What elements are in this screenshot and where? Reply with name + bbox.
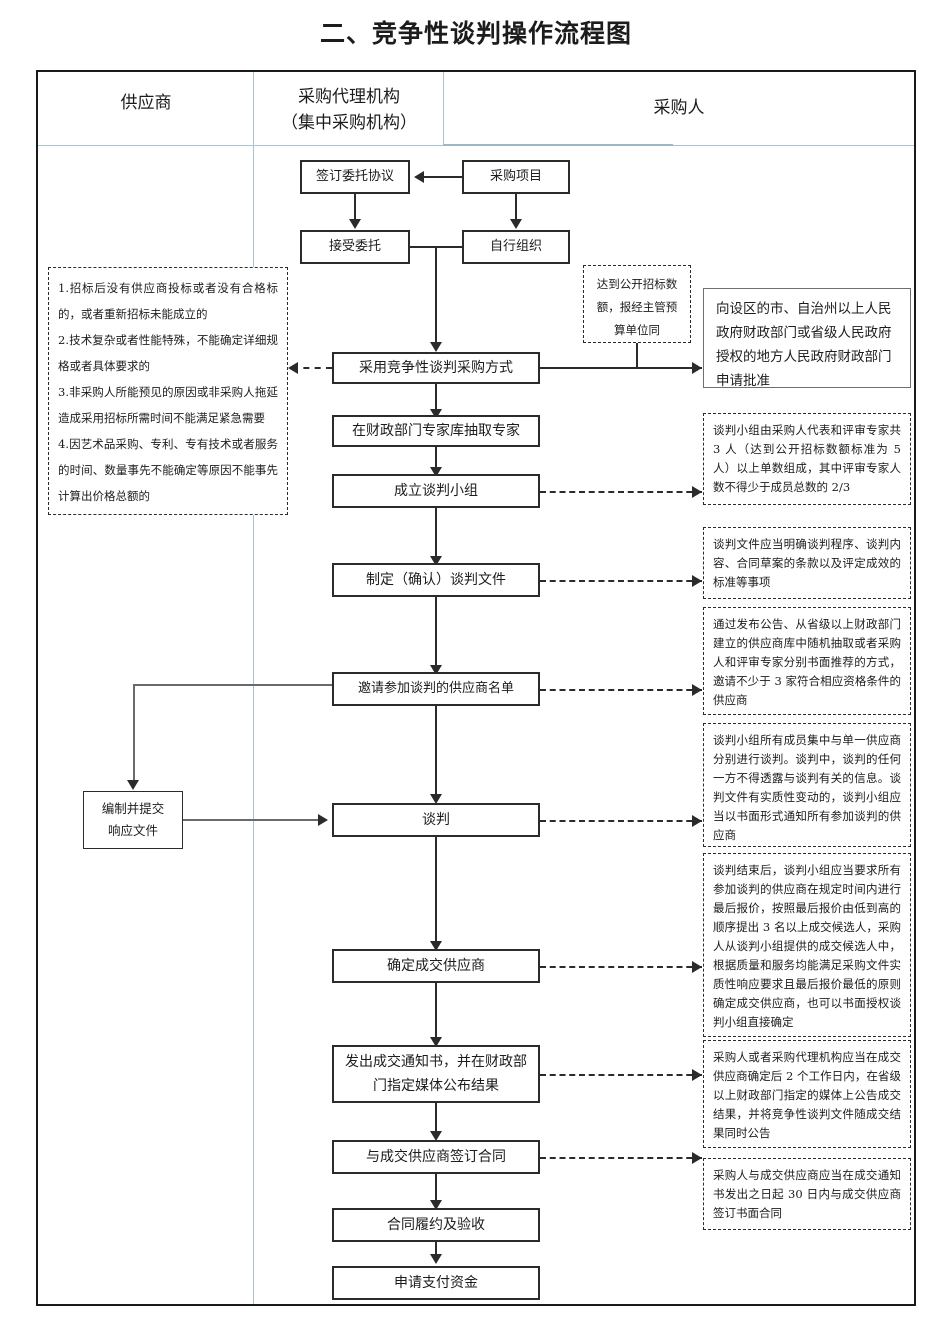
connector-response-to-negotiate: [183, 819, 320, 821]
column-header-supplier: 供应商: [120, 93, 172, 113]
arrowhead-adopt-to-approval: [692, 362, 702, 374]
arrowhead-docs-to-invite: [430, 665, 442, 675]
arrowhead-experts-to-team: [430, 467, 442, 477]
column-header-agency-line2: （集中采购机构）: [281, 113, 417, 133]
connector-docs-to-invite: [435, 597, 437, 667]
connector-perform-to-payment: [435, 1242, 437, 1258]
note-approval-application: 向设区的市、自治州以上人民政府财政部门或省级人民政府授权的地方人民政府财政部门申…: [703, 288, 911, 389]
arrowhead-perform-to-payment: [430, 1254, 442, 1264]
node-draw-experts[interactable]: 在财政部门专家库抽取专家: [332, 415, 540, 447]
arrowhead-negotiate-to-determine: [430, 941, 442, 951]
node-adopt-negotiation-method[interactable]: 采用竞争性谈判采购方式: [332, 352, 540, 384]
connector-team-to-docs: [435, 508, 437, 558]
connector-project-to-self: [515, 194, 517, 220]
arrowhead-invite-to-negotiate: [430, 794, 442, 804]
arrowhead-docs-to-note: [692, 575, 702, 587]
note-doc-content: 谈判文件应当明确谈判程序、谈判内容、合同草案的条款以及评定成效的标准等事项: [703, 527, 911, 599]
node-form-negotiation-team[interactable]: 成立谈判小组: [332, 474, 540, 508]
connector-docs-to-note: [540, 580, 702, 582]
connector-determine-to-note: [540, 966, 702, 968]
node-accept-entrust[interactable]: 接受委托: [300, 230, 410, 264]
arrowhead-adopt-to-experts: [430, 409, 442, 419]
connector-invite-to-negotiate: [435, 706, 437, 796]
connector-sign-to-accept: [354, 194, 356, 220]
arrowhead-sign-to-accept: [349, 219, 361, 229]
node-make-negotiation-docs[interactable]: 制定（确认）谈判文件: [332, 563, 540, 597]
arrowhead-invite-to-supplier: [127, 780, 139, 790]
arrowhead-determine-to-note: [692, 961, 702, 973]
node-self-organize[interactable]: 自行组织: [462, 230, 570, 264]
column-header-agency: 采购代理机构 （集中采购机构）: [256, 84, 442, 136]
note-contract-rule: 采购人与成交供应商应当在成交通知书发出之日起 30 日内与成交供应商签订书面合同: [703, 1158, 911, 1230]
node-apply-payment[interactable]: 申请支付资金: [332, 1266, 540, 1300]
connector-determine-to-notice: [435, 983, 437, 1039]
node-prepare-response-line1: 编制并提交: [101, 801, 165, 816]
node-prepare-response-line2: 响应文件: [107, 823, 158, 838]
node-sign-entrust[interactable]: 签订委托协议: [300, 160, 410, 194]
connector-contract-to-note: [540, 1157, 702, 1159]
node-contract-performance[interactable]: 合同履约及验收: [332, 1208, 540, 1242]
arrowhead-join-to-adopt: [430, 342, 442, 352]
column-divider-supplier-agency: [253, 72, 254, 1304]
connector-adopt-to-approval: [540, 367, 702, 369]
node-purchase-project[interactable]: 采购项目: [462, 160, 570, 194]
connector-contract-to-perform: [435, 1174, 437, 1202]
connector-notice-to-contract: [435, 1103, 437, 1133]
connector-join-vertical: [435, 246, 437, 343]
note-publish-rule: 采购人或者采购代理机构应当在成交供应商确定后 2 个工作日内，在省级以上财政部门…: [703, 1040, 911, 1148]
node-sign-contract[interactable]: 与成交供应商签订合同: [332, 1140, 540, 1174]
node-issue-award-notice[interactable]: 发出成交通知书，并在财政部 门指定媒体公布结果: [332, 1045, 540, 1103]
column-divider-agency-buyer: [443, 72, 444, 146]
arrowhead-determine-to-notice: [430, 1037, 442, 1047]
page-title: 二、竞争性谈判操作流程图: [319, 19, 632, 48]
column-header-buyer: 采购人: [653, 98, 705, 118]
arrowhead-project-to-self: [510, 219, 522, 229]
connector-adopt-to-conditions: [292, 367, 332, 369]
connector-invite-to-supplier-h: [133, 684, 332, 686]
note-award-rule: 谈判结束后，谈判小组应当要求所有参加谈判的供应商在规定时间内进行最后报价，按照最…: [703, 853, 911, 1037]
connector-adopt-to-experts: [435, 384, 437, 410]
node-negotiate[interactable]: 谈判: [332, 803, 540, 837]
connector-invite-to-note: [540, 689, 702, 691]
arrowhead-project-to-sign: [414, 171, 424, 183]
connector-negotiate-to-note: [540, 820, 702, 822]
node-determine-winning-supplier[interactable]: 确定成交供应商: [332, 949, 540, 983]
arrowhead-response-to-negotiate: [318, 814, 328, 826]
arrowhead-notice-to-contract: [430, 1131, 442, 1141]
connector-negotiate-to-determine: [435, 837, 437, 943]
column-header-agency-line1: 采购代理机构: [298, 87, 400, 107]
note-public-bid-threshold: 达到公开招标数额，报经主管预算单位同: [583, 265, 691, 343]
arrowhead-adopt-to-conditions: [288, 362, 298, 374]
arrowhead-team-to-docs: [430, 556, 442, 566]
header-separator-accent: [443, 144, 673, 146]
arrowhead-team-to-note: [692, 486, 702, 498]
node-issue-notice-line1: 发出成交通知书，并在财政部: [345, 1054, 527, 1070]
note-team-composition: 谈判小组由采购人代表和评审专家共 3 人（达到公开招标数额标准为 5 人）以上单…: [703, 413, 911, 505]
arrowhead-contract-to-perform: [430, 1200, 442, 1210]
arrowhead-invite-to-note: [692, 684, 702, 696]
arrowhead-notice-to-note: [692, 1069, 702, 1081]
node-issue-notice-line2: 门指定媒体公布结果: [373, 1078, 499, 1094]
connector-invite-to-supplier-v: [133, 684, 135, 782]
note-negotiation-rule: 谈判小组所有成员集中与单一供应商分别进行谈判。谈判中，谈判的任何一方不得透露与谈…: [703, 723, 911, 847]
arrowhead-contract-to-note: [692, 1152, 702, 1164]
connector-experts-to-team: [435, 447, 437, 469]
node-invite-supplier-list[interactable]: 邀请参加谈判的供应商名单: [332, 672, 540, 706]
connector-team-to-note: [540, 491, 702, 493]
note-invite-method: 通过发布公告、从省级以上财政部门建立的供应商库中随机抽取或者采购人和评审专家分别…: [703, 607, 911, 715]
connector-project-to-sign: [424, 176, 462, 178]
connector-notice-to-note: [540, 1074, 702, 1076]
node-prepare-response-doc[interactable]: 编制并提交 响应文件: [83, 791, 183, 849]
connector-threshold-dropline: [636, 343, 638, 369]
arrowhead-negotiate-to-note: [692, 815, 702, 827]
